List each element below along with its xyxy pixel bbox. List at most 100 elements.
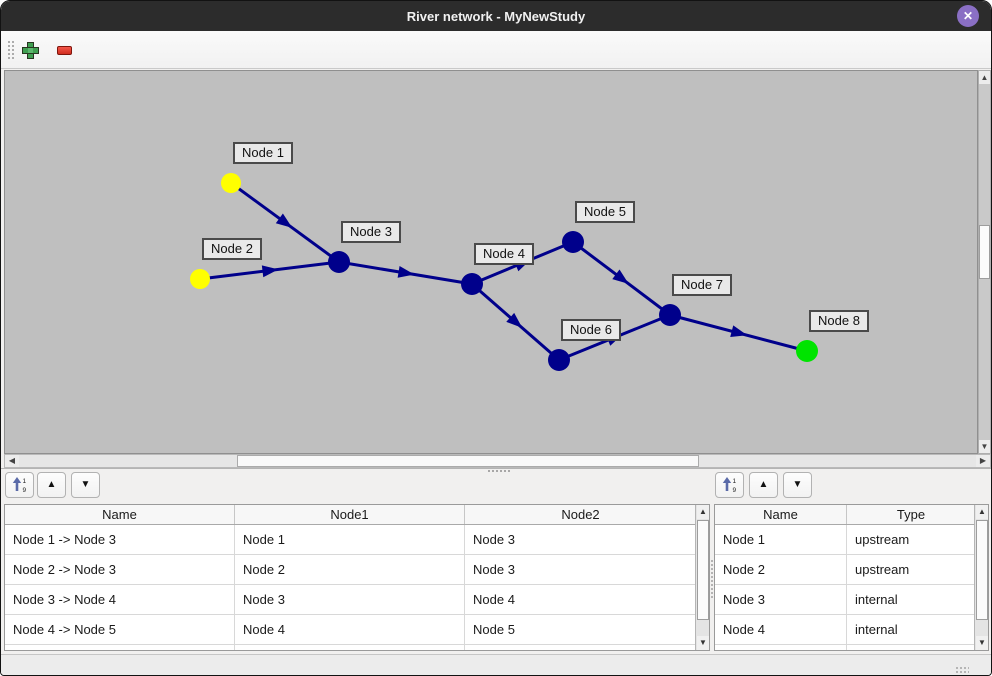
scroll-up-arrow-icon[interactable]: ▲ bbox=[979, 71, 990, 84]
edge-arrow-icon bbox=[397, 265, 415, 278]
table-cell: Node 3 bbox=[235, 585, 465, 614]
up-triangle-icon: ▲ bbox=[758, 479, 769, 490]
svg-text:9: 9 bbox=[22, 487, 26, 494]
node-n2[interactable] bbox=[190, 269, 210, 289]
links-move-up-button[interactable]: ▲ bbox=[37, 472, 66, 498]
close-button[interactable]: ✕ bbox=[957, 5, 979, 27]
node-label-n4[interactable]: Node 4 bbox=[474, 243, 534, 265]
column-header[interactable]: Node1 bbox=[235, 505, 465, 524]
table-cell: Node 3 bbox=[465, 525, 697, 554]
node-n3[interactable] bbox=[328, 251, 350, 273]
canvas-vertical-scrollbar[interactable]: ▲ ▼ bbox=[978, 70, 991, 454]
nodes-move-up-button[interactable]: ▲ bbox=[749, 472, 778, 498]
node-label-n1[interactable]: Node 1 bbox=[233, 142, 293, 164]
table-cell: Node 2 -> Node 3 bbox=[5, 555, 235, 584]
remove-node-button[interactable] bbox=[51, 37, 77, 63]
table-cell: Node 3 -> Node 4 bbox=[5, 585, 235, 614]
nodes-move-down-button[interactable]: ▼ bbox=[783, 472, 812, 498]
svg-text:9: 9 bbox=[732, 487, 736, 494]
scroll-up-arrow-icon[interactable]: ▲ bbox=[697, 505, 709, 519]
table-cell bbox=[5, 645, 235, 650]
edge-arrow-icon bbox=[612, 269, 629, 284]
table-cell: Node 1 bbox=[715, 525, 847, 554]
table-row-partial[interactable] bbox=[5, 645, 709, 650]
close-icon: ✕ bbox=[962, 9, 974, 23]
title-bar[interactable]: River network - MyNewStudy ✕ bbox=[1, 1, 991, 31]
node-label-n7[interactable]: Node 7 bbox=[672, 274, 732, 296]
links-table-scrollbar[interactable]: ▲ ▼ bbox=[695, 505, 709, 650]
nodes-sort-button[interactable]: 1 9 bbox=[715, 472, 744, 498]
scroll-thumb[interactable] bbox=[976, 520, 988, 620]
up-triangle-icon: ▲ bbox=[46, 479, 57, 490]
canvas-horizontal-scrollbar[interactable]: ◀ ▶ bbox=[4, 454, 991, 468]
status-bar bbox=[1, 654, 991, 675]
add-plus-icon bbox=[21, 41, 39, 59]
table-splitter-handle[interactable] bbox=[710, 559, 714, 599]
network-canvas[interactable]: Node 1 Node 2 Node 3 Node 4 Node 5 Node 6 Node… bbox=[4, 70, 978, 454]
column-header[interactable]: Name bbox=[715, 505, 847, 524]
table-cell: Node 4 bbox=[235, 615, 465, 644]
table-cell: Node 1 bbox=[235, 525, 465, 554]
scroll-left-arrow-icon[interactable]: ◀ bbox=[5, 455, 19, 467]
table-cell: Node 3 bbox=[715, 585, 847, 614]
node-n1[interactable] bbox=[221, 173, 241, 193]
horizontal-scroll-thumb[interactable] bbox=[237, 455, 699, 467]
down-triangle-icon: ▼ bbox=[792, 479, 803, 490]
node-label-n5[interactable]: Node 5 bbox=[575, 201, 635, 223]
links-move-down-button[interactable]: ▼ bbox=[71, 472, 100, 498]
toolbar-drag-handle[interactable] bbox=[7, 40, 14, 61]
down-triangle-icon: ▼ bbox=[80, 479, 91, 490]
vertical-scroll-thumb[interactable] bbox=[979, 225, 990, 279]
node-n6[interactable] bbox=[548, 349, 570, 371]
table-cell: internal bbox=[847, 615, 976, 644]
table-cell: Node 2 bbox=[235, 555, 465, 584]
node-n8[interactable] bbox=[796, 340, 818, 362]
pane-splitter-line bbox=[1, 468, 991, 469]
table-cell: upstream bbox=[847, 555, 976, 584]
resize-grip[interactable] bbox=[955, 666, 969, 673]
table-cell bbox=[715, 645, 847, 650]
node-label-n6[interactable]: Node 6 bbox=[561, 319, 621, 341]
links-sort-button[interactable]: 1 9 bbox=[5, 472, 34, 498]
table-cell: Node 3 bbox=[465, 555, 697, 584]
column-header[interactable]: Node2 bbox=[465, 505, 697, 524]
node-label-n2[interactable]: Node 2 bbox=[202, 238, 262, 260]
pane-splitter-handle[interactable] bbox=[487, 469, 511, 473]
table-cell: Node 2 bbox=[715, 555, 847, 584]
table-cell: Node 4 bbox=[715, 615, 847, 644]
edge-arrow-icon bbox=[261, 265, 279, 278]
scroll-down-arrow-icon[interactable]: ▼ bbox=[979, 440, 990, 453]
scroll-down-arrow-icon[interactable]: ▼ bbox=[697, 636, 709, 650]
window-title: River network - MyNewStudy bbox=[406, 8, 586, 24]
table-cell: internal bbox=[847, 585, 976, 614]
table-row-partial[interactable] bbox=[715, 645, 988, 650]
node-n4[interactable] bbox=[461, 273, 483, 295]
node-n5[interactable] bbox=[562, 231, 584, 253]
scroll-up-arrow-icon[interactable]: ▲ bbox=[976, 505, 988, 519]
nodes-table-scrollbar[interactable]: ▲ ▼ bbox=[974, 505, 988, 650]
add-node-button[interactable] bbox=[17, 37, 43, 63]
scroll-thumb[interactable] bbox=[697, 520, 709, 620]
table-cell: Node 4 bbox=[465, 585, 697, 614]
column-header[interactable]: Type bbox=[847, 505, 976, 524]
node-label-n3[interactable]: Node 3 bbox=[341, 221, 401, 243]
scroll-down-arrow-icon[interactable]: ▼ bbox=[976, 636, 988, 650]
node-n7[interactable] bbox=[659, 304, 681, 326]
toolbar bbox=[1, 31, 991, 69]
node-label-n8[interactable]: Node 8 bbox=[809, 310, 869, 332]
remove-minus-icon bbox=[56, 45, 72, 55]
table-cell: Node 4 -> Node 5 bbox=[5, 615, 235, 644]
column-header[interactable]: Name bbox=[5, 505, 235, 524]
scroll-right-arrow-icon[interactable]: ▶ bbox=[976, 455, 990, 467]
